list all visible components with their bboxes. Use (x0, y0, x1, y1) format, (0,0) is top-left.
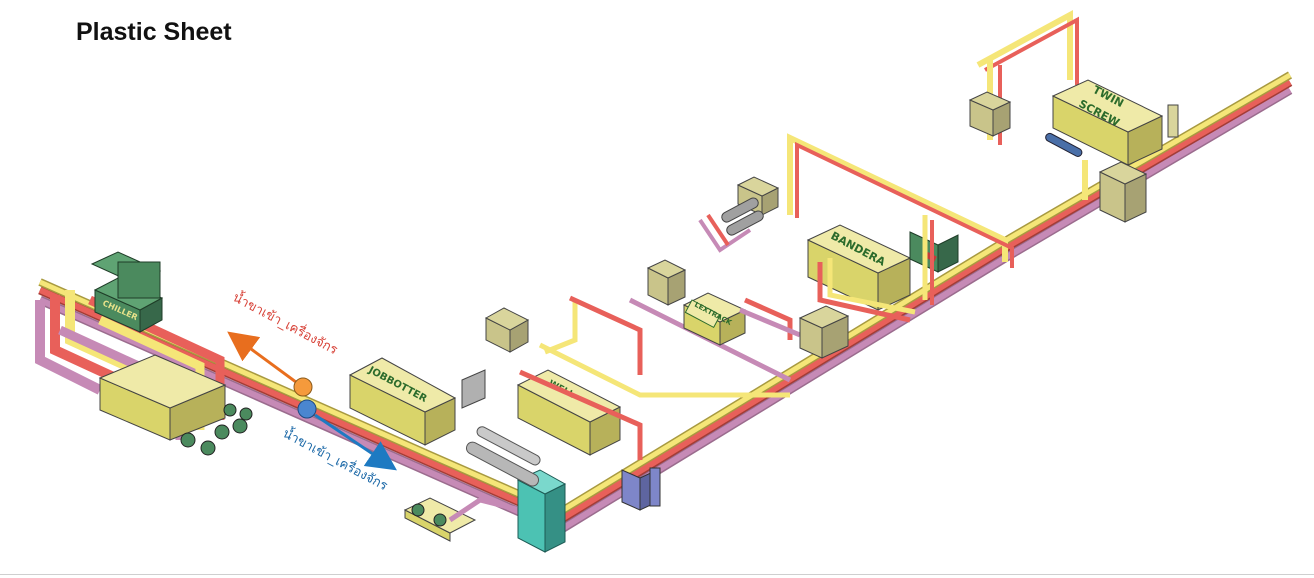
lextrack-machine: LEXTRACK (646, 259, 801, 346)
twin-screw-machine: TWIN SCREW (968, 9, 1179, 223)
chiller-unit: CHILLER (35, 251, 253, 456)
chiller-pumps (180, 403, 253, 456)
supply-flow-arrow (314, 413, 397, 471)
branch-risers-middle (484, 295, 792, 511)
page-title: Plastic Sheet (76, 18, 232, 46)
bottom-divider (0, 574, 1314, 575)
pump-skid-bottom (403, 497, 521, 542)
bandera-machine: BANDERA (798, 215, 959, 359)
return-flow-arrow (227, 331, 301, 387)
cylinder-cluster (698, 176, 780, 253)
return-connection-dot (293, 377, 313, 397)
jobbotter-machine: JOBBOTTER (348, 357, 457, 446)
loop-riser (787, 133, 1014, 268)
supply-connection-dot (297, 399, 317, 419)
